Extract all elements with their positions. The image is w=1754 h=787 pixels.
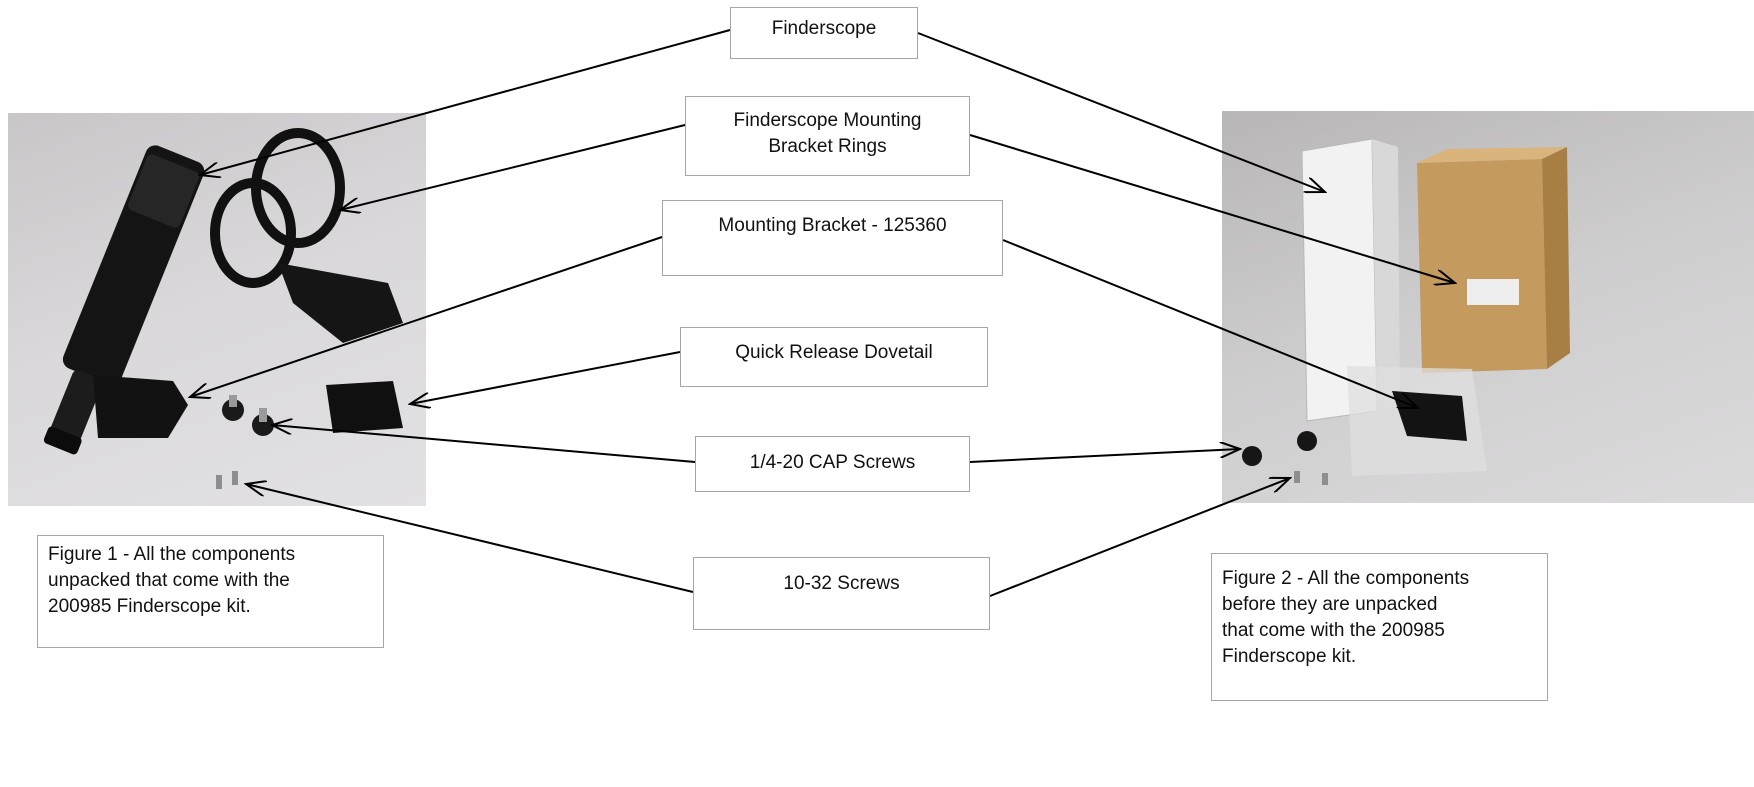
caption-figure2-line4: Finderscope kit.: [1222, 646, 1357, 668]
label-dovetail-text: Quick Release Dovetail: [735, 342, 933, 363]
label-bracket-rings-line2: Bracket Rings: [768, 135, 887, 157]
label-dovetail: Quick Release Dovetail: [680, 327, 988, 387]
bracket-rings: [210, 128, 403, 343]
unpacked-components-illustration: [43, 128, 403, 489]
caption-figure1-line2: unpacked that come with the: [48, 570, 290, 592]
label-bracket-rings-line1: Finderscope Mounting: [733, 110, 922, 131]
caption-figure2-line2: before they are unpacked: [1222, 594, 1438, 616]
caption-figure2-line1: Figure 2 - All the components: [1222, 568, 1470, 589]
label-cap-screws-text: 1/4-20 CAP Screws: [749, 452, 916, 473]
figure1-photo: [8, 113, 426, 506]
small-screws-part: [216, 471, 238, 489]
label-finderscope: Finderscope: [730, 7, 918, 59]
label-mounting-bracket-text: Mounting Bracket - 125360: [718, 215, 947, 236]
label-finderscope-text: Finderscope: [771, 18, 877, 39]
packed-components-illustration: [1242, 138, 1570, 485]
arrow-dovetail: [410, 351, 681, 404]
packed-screws: [1242, 431, 1328, 485]
label-small-screws: 10-32 Screws: [693, 557, 990, 630]
label-bracket-rings: Finderscope Mounting Bracket Rings: [685, 96, 970, 176]
caption-figure2-line3: that come with the 200985: [1222, 620, 1445, 642]
brown-box: [1417, 147, 1570, 373]
caption-figure2: Figure 2 - All the components before the…: [1211, 553, 1548, 701]
plastic-bag: [1347, 366, 1487, 476]
caption-figure1-line1: Figure 1 - All the components: [48, 544, 296, 565]
label-small-screws-text: 10-32 Screws: [783, 573, 900, 594]
caption-figure1: Figure 1 - All the components unpacked t…: [37, 535, 384, 648]
dovetail-part: [326, 381, 403, 433]
cap-screws-part: [222, 395, 274, 436]
label-cap-screws: 1/4-20 CAP Screws: [695, 436, 970, 492]
figure2-photo: [1222, 111, 1754, 503]
finderscope-tube: [43, 145, 205, 455]
label-mounting-bracket: Mounting Bracket - 125360: [662, 200, 1003, 276]
caption-figure1-line3: 200985 Finderscope kit.: [48, 596, 251, 618]
arrow-cap-screws-right: [969, 449, 1240, 463]
mounting-bracket-part: [93, 375, 188, 438]
